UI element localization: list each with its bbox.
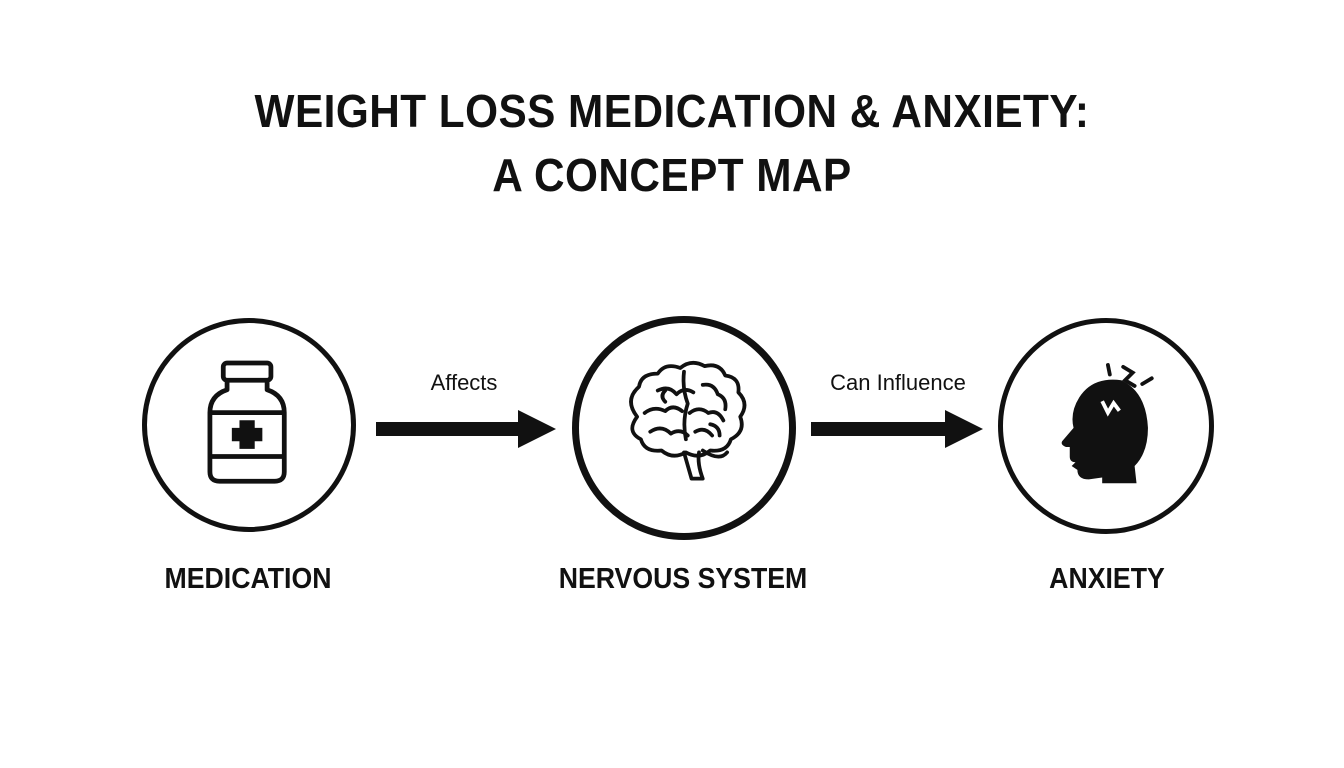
page-title-line-1: WEIGHT LOSS MEDICATION & ANXIETY:	[254, 85, 1090, 137]
node-medication	[142, 318, 356, 532]
page-title-line-2: A CONCEPT MAP	[492, 149, 852, 201]
arrow-right-icon	[376, 410, 556, 448]
node-nervous-system	[572, 316, 796, 540]
brain-icon	[629, 360, 747, 481]
node-anxiety	[998, 318, 1214, 534]
medicine-bottle-icon	[207, 360, 287, 484]
edge-label-affects: Affects	[430, 370, 498, 395]
arrow-right-icon	[811, 410, 983, 448]
node-label-medication: MEDICATION	[164, 563, 332, 595]
edge-label-can-influence: Can Influence	[830, 370, 966, 395]
node-label-anxiety: ANXIETY	[1049, 563, 1165, 595]
node-label-nervous-system: NERVOUS SYSTEM	[558, 563, 808, 595]
anxious-head-icon	[1061, 363, 1154, 484]
